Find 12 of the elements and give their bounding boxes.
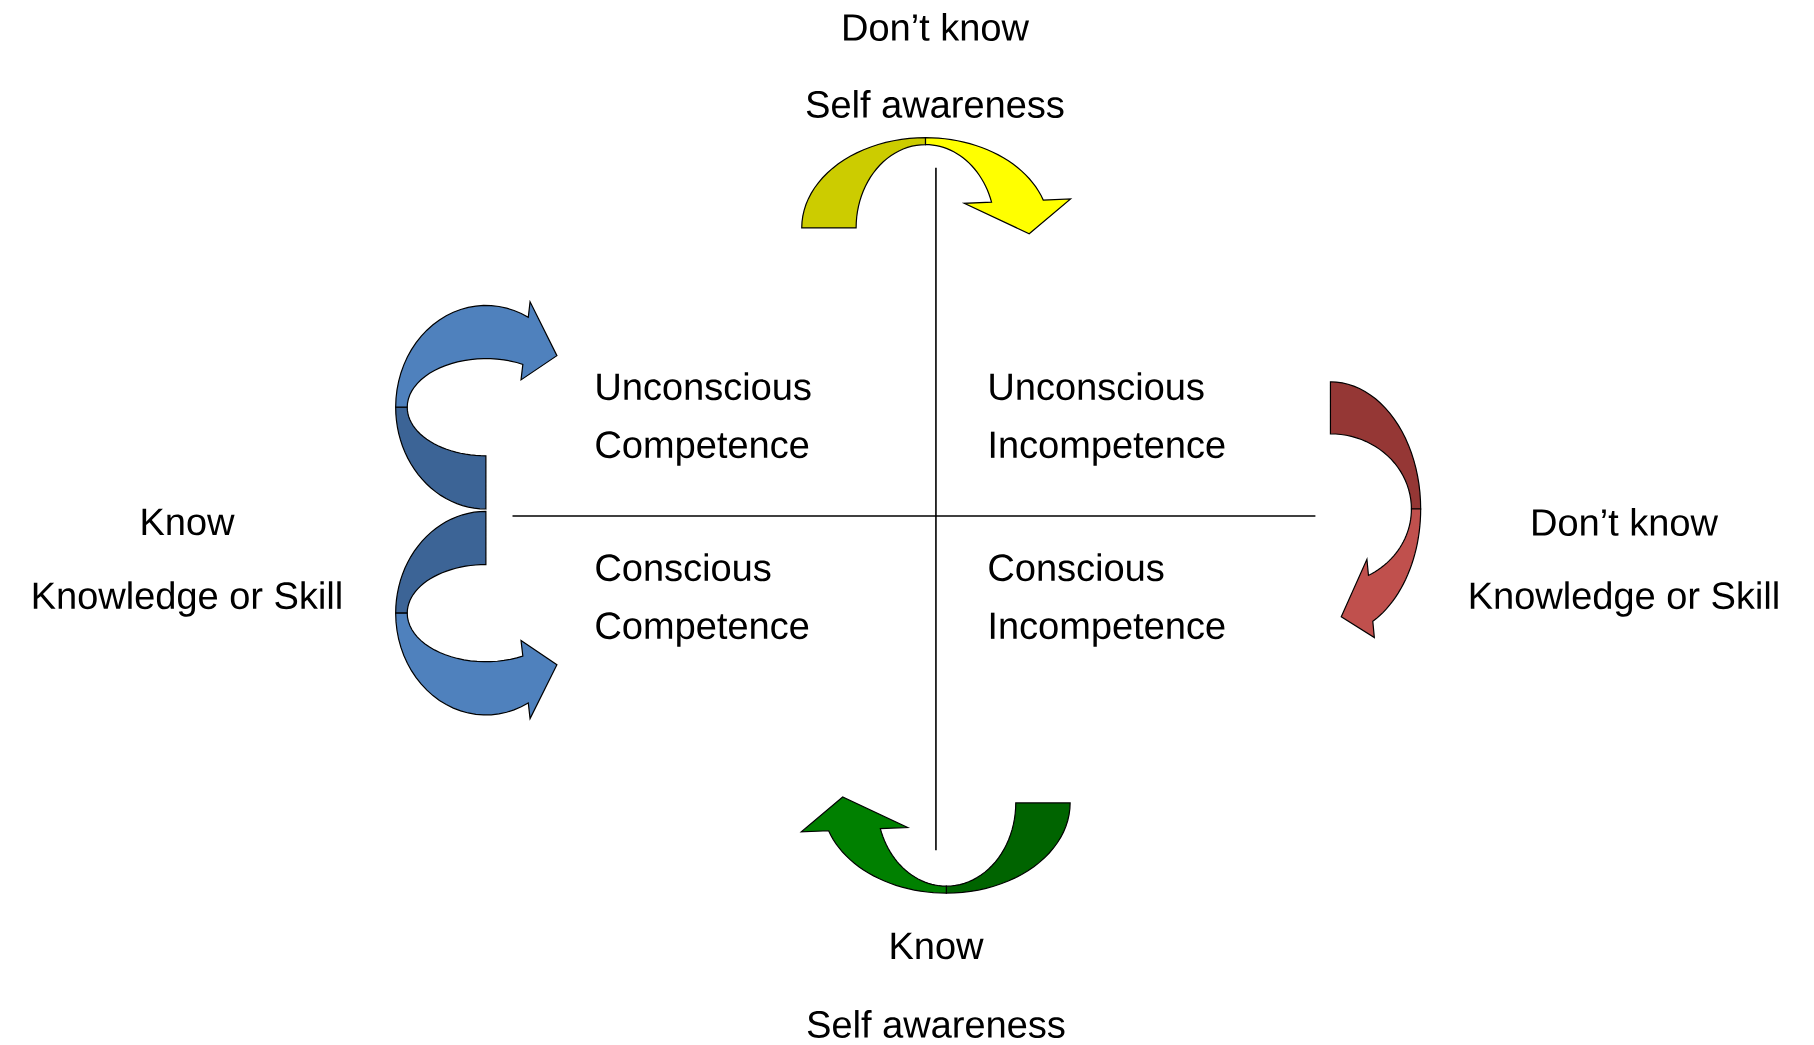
quadrant-label: Conscious Competence bbox=[596, 553, 809, 647]
quadrant-label: Conscious Incompetence bbox=[989, 553, 1225, 647]
quadrant-label: Unconscious Incompetence bbox=[990, 372, 1225, 466]
axis-label: Know bbox=[891, 932, 984, 960]
axis-label: Know bbox=[142, 508, 235, 536]
axis-label: Self awareness bbox=[807, 1010, 1065, 1038]
axis-label: Knowledge or Skill bbox=[1470, 581, 1778, 617]
axis-label: Don’t know bbox=[1533, 508, 1719, 536]
axis-label: Don’t know bbox=[844, 13, 1030, 41]
axis-label: Knowledge or Skill bbox=[33, 581, 341, 617]
axis-label: Self awareness bbox=[806, 90, 1064, 118]
quadrant-label: Unconscious Competence bbox=[596, 372, 811, 466]
